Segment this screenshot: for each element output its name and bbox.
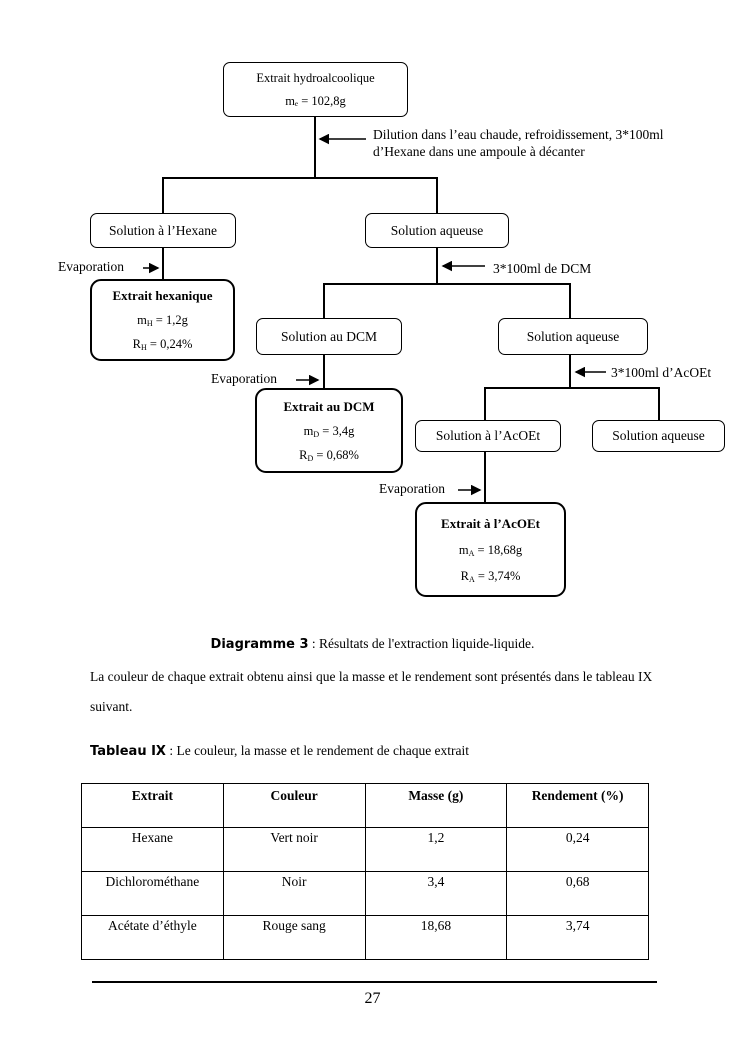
root-extract-mass: mₑ = 102,8g [285,93,346,108]
cell-rendement: 0,24 [506,827,649,872]
footer-rule [92,981,657,983]
dcm-extract-title: Extrait au DCM [283,398,375,414]
hexane-extract-mass: mH = 1,2g [137,313,188,328]
step1-note-line2: d’Hexane dans une ampoule à décanter [373,144,585,159]
root-extract-title: Extrait hydroalcoolique [256,70,375,85]
table-row: Dichlorométhane Noir 3,4 0,68 [81,871,649,916]
aqueous-solution-3-label: Solution aqueuse [612,428,705,443]
dcm-solution-box: Solution au DCM [256,318,402,355]
header-masse: Masse (g) [364,783,508,828]
hexane-solution-label: Solution à l’Hexane [109,222,217,238]
extraction-flowchart-lines [143,117,660,502]
hexane-solution-box: Solution à l’Hexane [90,213,236,248]
table-row: Acétate d’éthyle Rouge sang 18,68 3,74 [81,915,649,960]
table-caption-label: Tableau IX [90,744,166,759]
cell-rendement: 0,68 [506,871,649,916]
hexane-extract-box: Extrait hexanique mH = 1,2g RH = 0,24% [90,279,235,361]
table-caption-text: : Le couleur, la masse et le rendement d… [165,743,470,758]
dcm-extract-yield: RD = 0,68% [299,447,359,463]
table-header-row: Extrait Couleur Masse (g) Rendement (%) [81,783,649,828]
evaporation-label-2: Evaporation [211,371,277,386]
aqueous-solution-2-box: Solution aqueuse [498,318,648,355]
page-number: 27 [364,990,381,1007]
cell-couleur: Rouge sang [222,915,366,960]
acoet-extract-mass: mA = 18,68g [458,542,523,558]
dcm-extract-box: Extrait au DCM mD = 3,4g RD = 0,68% [255,388,403,473]
hexane-extract-title: Extrait hexanique [112,288,213,303]
root-extract-box: Extrait hydroalcoolique mₑ = 102,8g [223,62,408,117]
evaporation-label-3: Evaporation [379,481,445,496]
aqueous-solution-1-box: Solution aqueuse [365,213,509,248]
header-rendement: Rendement (%) [506,783,649,828]
acoet-solution-box: Solution à l’AcOEt [415,420,561,452]
body-paragraph: La couleur de chaque extrait obtenu ains… [90,669,653,714]
dcm-solution-label: Solution au DCM [280,328,377,344]
step3-note: 3*100ml d’AcOEt [611,365,712,380]
cell-masse: 3,4 [364,871,508,916]
step2-note: 3*100ml de DCM [493,261,592,276]
cell-extrait: Dichlorométhane [81,871,224,916]
cell-masse: 1,2 [364,827,508,872]
cell-couleur: Noir [222,871,366,916]
aqueous-solution-1-label: Solution aqueuse [390,222,484,238]
acoet-solution-label: Solution à l’AcOEt [435,428,541,443]
cell-extrait: Hexane [81,827,224,872]
header-extrait: Extrait [81,783,224,828]
dcm-extract-mass: mD = 3,4g [303,423,355,439]
cell-extrait: Acétate d’éthyle [81,915,224,960]
header-couleur: Couleur [222,783,366,828]
cell-masse: 18,68 [364,915,508,960]
aqueous-solution-3-box: Solution aqueuse [592,420,725,452]
acoet-extract-box: Extrait à l’AcOEt mA = 18,68g RA = 3,74% [415,502,566,597]
results-table: Extrait Couleur Masse (g) Rendement (%) … [81,783,649,960]
diagram-caption-text: : Résultats de l'extraction liquide-liqu… [308,636,535,651]
diagram-caption: Diagramme 3 : Résultats de l'extraction … [0,636,745,652]
table-caption: Tableau IX : Le couleur, la masse et le … [90,743,469,759]
cell-rendement: 3,74 [506,915,649,960]
step1-note: Dilution dans l’eau chaude, refroidissem… [373,126,664,160]
cell-couleur: Vert noir [222,827,366,872]
hexane-extract-yield: RH = 0,24% [132,337,193,352]
acoet-extract-title: Extrait à l’AcOEt [441,515,540,531]
aqueous-solution-2-label: Solution aqueuse [526,328,620,344]
step1-note-line1: Dilution dans l’eau chaude, refroidissem… [373,127,664,142]
evaporation-label-1: Evaporation [58,259,124,274]
table-row: Hexane Vert noir 1,2 0,24 [81,827,649,872]
diagram-caption-label: Diagramme 3 [210,637,309,652]
acoet-extract-yield: RA = 3,74% [460,568,521,584]
